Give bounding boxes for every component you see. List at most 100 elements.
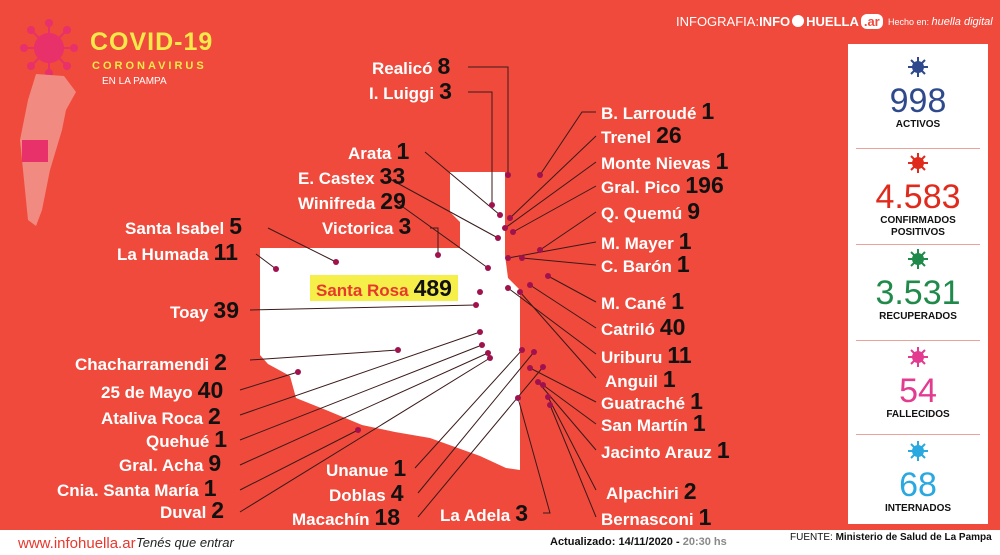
dot-catrilo	[527, 282, 533, 288]
dot-laadela	[515, 395, 521, 401]
locality-name: Gral. Acha	[119, 456, 204, 475]
slogan: Tenés que entrar	[136, 535, 234, 550]
locality-name: Monte Nievas	[601, 154, 711, 173]
brand-huella: HUELLA	[806, 14, 859, 29]
internados-virus-icon	[908, 441, 928, 461]
stats-panel: 998 ACTIVOS 4.583 CONFIRMADOS POSITIVOS …	[848, 44, 988, 524]
locality-name: Gral. Pico	[601, 178, 681, 197]
locality-name: B. Larroudé	[601, 104, 697, 123]
footer-bar	[0, 530, 1000, 555]
locality-count: 29	[380, 188, 406, 214]
locality-count: 39	[213, 297, 240, 323]
source-value: Ministerio de Salud de La Pampa	[835, 532, 992, 543]
locality-name: Duval	[160, 503, 207, 522]
stat-confirmados: 4.583 CONFIRMADOS POSITIVOS	[848, 152, 988, 239]
locality-name: Santa Rosa	[316, 281, 409, 300]
stat-fallecidos: 54 FALLECIDOS	[848, 346, 988, 421]
locality-count: 1	[396, 138, 410, 164]
stat-internados: 68 INTERNADOS	[848, 440, 988, 515]
updated-date: 14/11/2020	[618, 536, 673, 548]
dot-atalivaroca	[477, 329, 483, 335]
locality-count: 2	[208, 403, 221, 429]
locality-count: 26	[656, 122, 682, 148]
dot-guatrache	[527, 365, 533, 371]
divider	[856, 148, 980, 149]
locality-count: 2	[211, 497, 225, 523]
dot-alpachiri	[545, 394, 551, 400]
locality-count: 1	[678, 228, 692, 254]
locality-count: 1	[671, 288, 684, 314]
locality-count: 5	[229, 213, 243, 239]
locality-name: M. Mayer	[601, 234, 674, 253]
locality-name: C. Barón	[601, 257, 672, 276]
dot-cbaron	[519, 255, 525, 261]
locality-count: 3	[515, 500, 529, 526]
made-in-label: Hecho en: huella digital	[888, 16, 993, 28]
dot-veinticinco	[295, 369, 301, 375]
locality-count: 2	[683, 478, 697, 504]
locality-count: 1	[214, 426, 228, 452]
locality-name: Uriburu	[601, 348, 663, 367]
dot-jacintoarauz	[535, 379, 541, 385]
brand-icon	[792, 15, 805, 27]
locality-count: 1	[676, 251, 690, 277]
locality-count: 489	[413, 275, 452, 301]
locality-count: 3	[398, 213, 412, 239]
locality-name: Bernasconi	[601, 510, 694, 529]
locality-name: Doblas	[329, 486, 386, 505]
locality-name: Alpachiri	[606, 484, 679, 503]
region-label: EN LA PAMPA	[102, 76, 167, 87]
dot-ecastex	[495, 235, 501, 241]
locality-count: 1	[662, 366, 676, 392]
site-link[interactable]: www.infohuella.ar	[18, 535, 136, 552]
page-subtitle: CORONAVIRUS	[92, 60, 207, 72]
source-info: FUENTE: Ministerio de Salud de La Pampa	[790, 532, 992, 543]
divider	[856, 340, 980, 341]
locality-name: La Humada	[117, 245, 209, 264]
province-shape	[260, 172, 520, 470]
dot-blarroude	[537, 172, 543, 178]
made-in-text: Hecho en:	[888, 17, 930, 27]
locality-count: 18	[374, 504, 401, 530]
locality-name: Cnia. Santa María	[57, 481, 199, 500]
locality-count: 2	[214, 349, 227, 375]
confirmados-label: CONFIRMADOS POSITIVOS	[880, 215, 956, 238]
dot-quehue	[479, 342, 485, 348]
locality-name: Anguil	[605, 372, 658, 391]
locality-count: 40	[659, 314, 686, 340]
dot-cniasantamaria	[355, 427, 361, 433]
fallecidos-value: 54	[899, 372, 937, 410]
dot-winifreda	[485, 265, 491, 271]
locality-name: Macachín	[292, 510, 370, 529]
locality-name: Unanue	[326, 461, 389, 480]
dot-unanue	[519, 347, 525, 353]
locality-name: Q. Quemú	[601, 204, 683, 223]
locality-count: 1	[690, 388, 703, 414]
fallecidos-label: FALLECIDOS	[886, 409, 950, 420]
divider	[856, 244, 980, 245]
argentina-map-icon	[20, 74, 76, 226]
dot-gralpico	[510, 229, 516, 235]
recuperados-label: RECUPERADOS	[879, 311, 957, 322]
locality-count: 1	[701, 98, 715, 124]
divider	[856, 434, 980, 435]
stat-activos: 998 ACTIVOS	[848, 56, 988, 131]
locality-name: Arata	[348, 144, 392, 163]
locality-count: 11	[213, 239, 238, 265]
